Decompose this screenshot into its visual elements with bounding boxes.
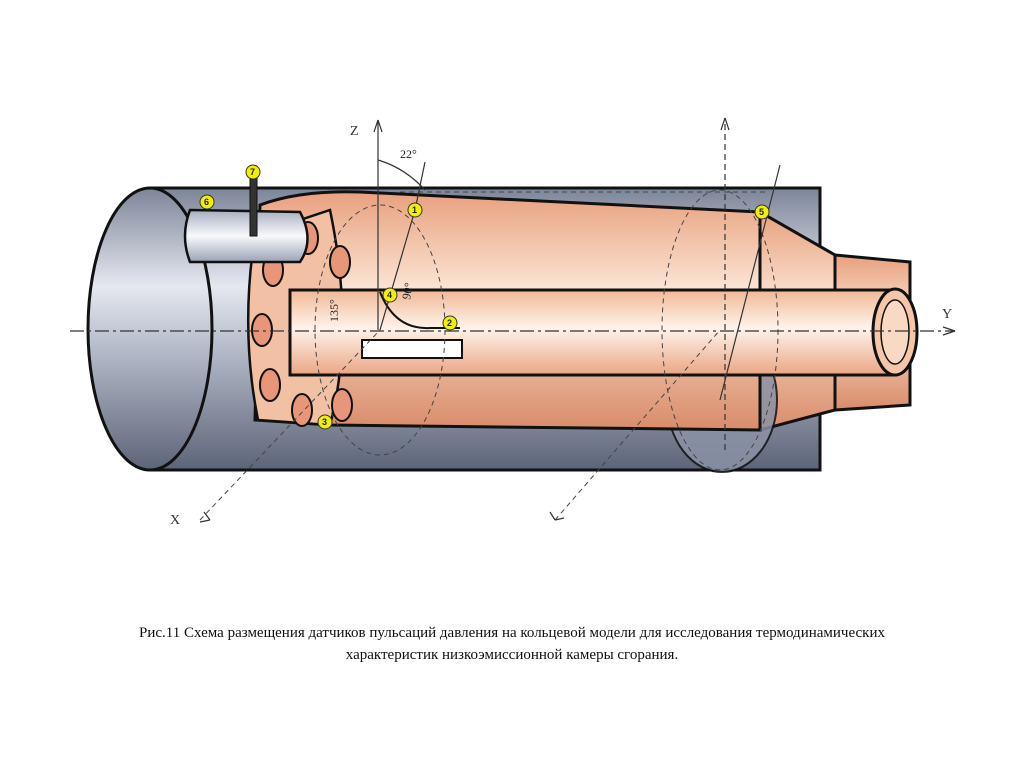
svg-text:3: 3 (322, 417, 327, 427)
z2-arrow (720, 117, 730, 131)
sensor-5-ray (719, 164, 781, 401)
construction-lines (199, 189, 779, 521)
figure-caption: Рис.11 Схема размещения датчиков пульсац… (60, 622, 964, 666)
sensor-marker-7: 7 (245, 164, 261, 180)
sensor-marker-6: 6 (199, 194, 215, 210)
angle-22-arc (377, 159, 426, 191)
sensor-1-ray (379, 209, 416, 331)
z-arrow (373, 119, 383, 133)
injector-nozzle (183, 175, 309, 264)
svg-text:7: 7 (250, 167, 255, 177)
svg-text:6: 6 (204, 197, 209, 207)
coordinate-axes (70, 117, 956, 523)
svg-text:4: 4 (387, 290, 392, 300)
central-tube (288, 287, 919, 377)
y-arrow (942, 326, 956, 336)
x-arrow (199, 511, 211, 523)
sensor-marker-2: 2 (442, 315, 458, 331)
x-axis-label: X (170, 513, 180, 528)
ref-ray (414, 161, 426, 211)
angle-22-label: 22° (400, 147, 417, 161)
sensor-marker-5: 5 (754, 204, 770, 220)
caption-line-1: Рис.11 Схема размещения датчиков пульсац… (139, 625, 885, 641)
svg-text:5: 5 (759, 207, 764, 217)
caption-line-2: характеристик низкоэмиссионной камеры сг… (345, 647, 679, 663)
combustor-diagram: Z X Y 22° 90° 135° 1 2 3 4 5 6 7 (70, 117, 956, 528)
sensor-marker-1: 1 (407, 202, 423, 218)
sensor-marker-4: 4 (382, 287, 398, 303)
svg-text:2: 2 (447, 318, 452, 328)
y-axis-label: Y (942, 307, 952, 322)
z-axis-label: Z (350, 124, 359, 139)
sensor-marker-3: 3 (317, 414, 333, 430)
x2-arrow (549, 511, 565, 521)
svg-text:1: 1 (412, 205, 417, 215)
angle-90-label: 90° (399, 281, 416, 300)
angle-135-label: 135° (327, 299, 341, 322)
